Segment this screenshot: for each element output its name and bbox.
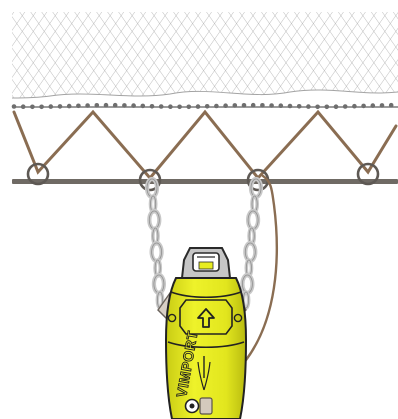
float-bead — [352, 103, 357, 109]
float-bead — [140, 103, 146, 109]
float-bead — [39, 104, 44, 110]
float-bead — [241, 103, 247, 108]
ring-1 — [26, 162, 50, 186]
float-bead — [48, 104, 54, 109]
right-chain — [240, 176, 264, 310]
left-chain — [144, 176, 166, 310]
float-bead — [85, 103, 90, 108]
float-bead — [112, 102, 118, 108]
arrow-up-icon — [197, 308, 215, 328]
float-bead — [195, 104, 201, 109]
float-bead — [296, 104, 302, 109]
float-bead — [306, 104, 311, 109]
device-body — [164, 277, 248, 419]
float-bead — [379, 103, 385, 108]
float-bead — [131, 103, 136, 108]
float-bead — [214, 103, 219, 109]
float-bead — [333, 104, 339, 109]
float-bead — [287, 103, 293, 109]
net-mesh — [12, 12, 398, 98]
float-bead — [66, 103, 72, 109]
float-bead — [269, 103, 274, 108]
bar-rings — [26, 162, 380, 192]
float-bead — [342, 104, 348, 109]
screw-right — [233, 313, 243, 323]
float-bead — [177, 104, 182, 110]
connector-icon — [184, 397, 213, 415]
float-bead — [186, 104, 192, 110]
float-bead — [250, 102, 256, 108]
float-bead — [20, 104, 26, 109]
float-bead — [324, 104, 330, 110]
support-bar — [12, 179, 398, 184]
net-lower-edge — [11, 89, 398, 99]
float-bead — [388, 102, 394, 108]
float-bead — [94, 103, 100, 108]
float-bead — [158, 104, 164, 109]
float-rope — [11, 102, 398, 110]
float-bead — [30, 104, 35, 110]
arrow-panel — [179, 299, 233, 335]
ring-4 — [356, 162, 380, 186]
float-bead — [232, 103, 238, 108]
float-bead — [223, 103, 228, 108]
float-bead — [260, 103, 265, 108]
float-bead — [278, 103, 284, 108]
float-bead — [204, 104, 210, 109]
float-bead — [57, 104, 63, 109]
float-bead — [76, 103, 81, 109]
bridle-lines — [12, 109, 398, 181]
float-bead — [103, 102, 109, 108]
screw-left — [167, 313, 177, 323]
float-bead — [149, 104, 155, 109]
float-bead — [315, 104, 320, 110]
float-bead — [168, 104, 173, 109]
float-bead — [122, 103, 127, 108]
ring-2 — [138, 168, 162, 192]
float-bead — [361, 103, 366, 109]
sensor-device: VIMPORT — [157, 247, 248, 419]
float-bead — [370, 103, 376, 108]
float-bead — [11, 104, 17, 109]
